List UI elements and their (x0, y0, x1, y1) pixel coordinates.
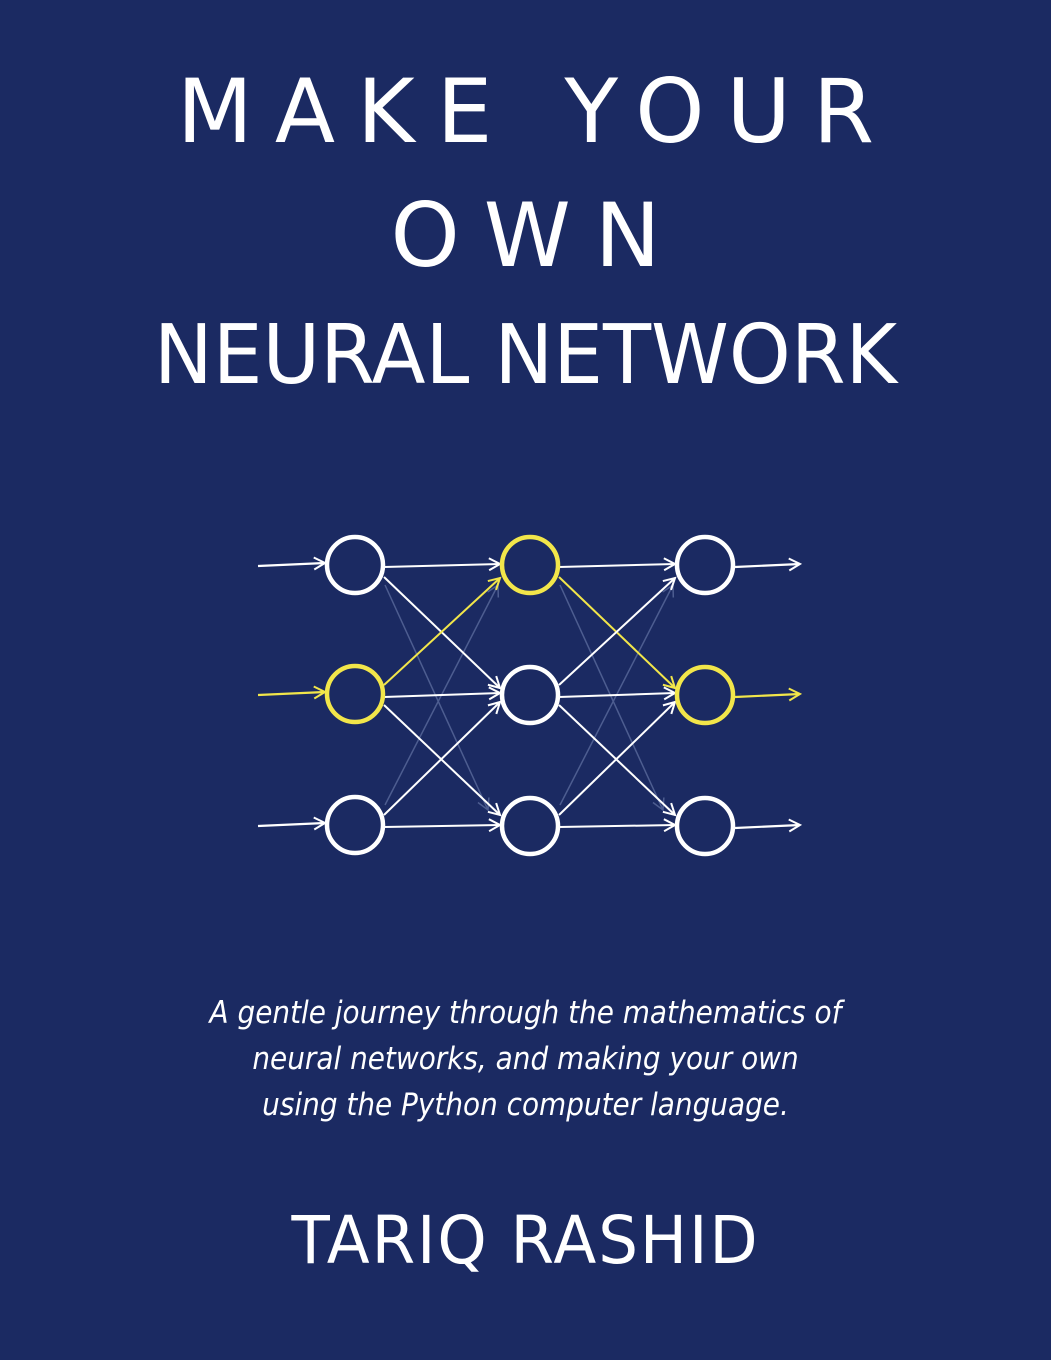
output-arrows (734, 564, 800, 828)
title-line-own: OWN (390, 184, 685, 287)
subtitle-line-3: using the Python computer language. (262, 1087, 789, 1123)
node-hidden-3 (499, 795, 561, 857)
input-arrows (257, 563, 325, 826)
node-output-2 (674, 664, 736, 726)
node-output-1 (674, 534, 736, 596)
subtitle-line-1: A gentle journey through the mathematics… (209, 995, 842, 1031)
subtitle: A gentle journey through the mathematics… (53, 990, 999, 1128)
output-layer (674, 534, 736, 857)
node-input-2 (324, 663, 386, 725)
hidden-layer (499, 534, 561, 857)
title-line-make-your: MAKE YOUR (176, 60, 897, 163)
node-hidden-1 (499, 534, 561, 596)
node-output-3 (674, 795, 736, 857)
title-line-neural-network: NEURAL NETWORK (153, 308, 898, 403)
links-hidden-output (558, 564, 675, 827)
node-input-3 (324, 794, 386, 856)
node-hidden-2 (499, 664, 561, 726)
node-input-1 (324, 534, 386, 596)
links-input-hidden (383, 564, 500, 827)
input-layer (324, 534, 386, 856)
author-name: TARIQ RASHID (291, 1202, 760, 1279)
subtitle-line-2: neural networks, and making your own (252, 1041, 799, 1077)
